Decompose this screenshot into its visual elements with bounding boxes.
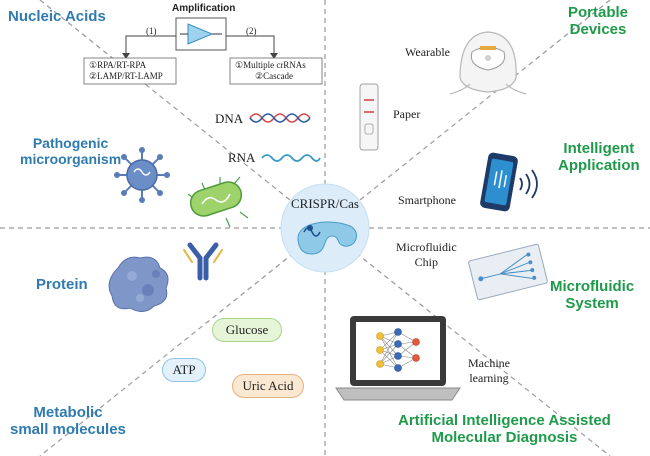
test-strip-icon [359,83,379,151]
right-amplification-box [229,57,323,85]
section-title-line: Artificial Intelligence Assisted [398,412,611,429]
rna-icon [261,154,321,162]
wearable-label: Wearable [405,45,450,59]
amplification-step-2: (2) [246,26,257,36]
amplification-title: Amplification [172,3,236,14]
dna-label: DNA [215,111,244,126]
amplifier-icon [175,17,227,51]
protein-icon [108,256,169,312]
section-title-line: Intelligent [563,140,635,157]
amplification-left-line-1: ①RPA/RT-RPA [89,60,147,70]
microfluidic-chip-icon [468,243,548,301]
cas-protein-icon [297,221,358,255]
section-title-line: System [565,295,619,313]
section-title-microfluidic-system: Microfluidic System [550,278,634,313]
antibody-icon [183,242,223,281]
amplification-arrows [122,35,278,59]
virus-icon [114,147,170,203]
machine-learning-label-line: Machine [468,356,510,370]
section-title-ai-molecular-diagnosis: Artificial Intelligence Assisted Molecul… [398,412,611,447]
paper-label: Paper [393,107,421,121]
section-title-line: small molecules [10,421,126,439]
amplification-right-line-1: ①Multiple crRNAs [235,60,306,70]
uric-acid-pill: Uric Acid [232,374,304,398]
section-title-line: microorganism [20,151,122,168]
microfluidic-chip-label: Microfluidic Chip [396,240,457,270]
machine-learning-label-line: learning [469,371,509,385]
glucose-pill: Glucose [212,318,282,342]
atp-pill: ATP [162,358,206,382]
microfluidic-chip-label-line: Microfluidic [396,240,457,254]
section-title-line: Molecular Diagnosis [431,429,578,447]
section-title-portable-devices: Portable Devices [568,4,628,39]
machine-learning-label: Machine learning [468,356,510,386]
dna-icon [249,113,311,123]
section-title-line: Devices [569,21,627,39]
section-title-intelligent-application: Intelligent Application [558,140,640,175]
left-amplification-box [83,57,177,85]
microfluidic-chip-label-line: Chip [414,255,438,269]
bacterium-icon [187,176,249,228]
section-title-nucleic-acids: Nucleic Acids [8,8,106,25]
amplification-step-1: (1) [146,26,157,36]
smartphone-label: Smartphone [398,193,456,207]
section-title-line: Microfluidic [550,278,635,295]
rna-label: RNA [228,150,256,165]
section-title-line: Metabolic [33,404,103,421]
section-title-pathogenic-microorganism: Pathogenic microorganism [20,135,121,167]
section-title-protein: Protein [36,276,88,293]
face-mask-icon [449,31,527,95]
section-title-line: Application [558,157,640,175]
section-title-metabolic-small-molecules: Metabolic small molecules [10,404,126,439]
smartphone-icon [480,152,538,212]
section-title-line: Portable [568,4,629,21]
amplification-right-line-2: ②Cascade [255,71,294,81]
laptop-neural-network-icon [335,316,461,401]
center-label: CRISPR/Cas [291,196,359,211]
section-title-line: Pathogenic [32,135,109,151]
amplification-left-line-2: ②LAMP/RT-LAMP [89,71,163,81]
